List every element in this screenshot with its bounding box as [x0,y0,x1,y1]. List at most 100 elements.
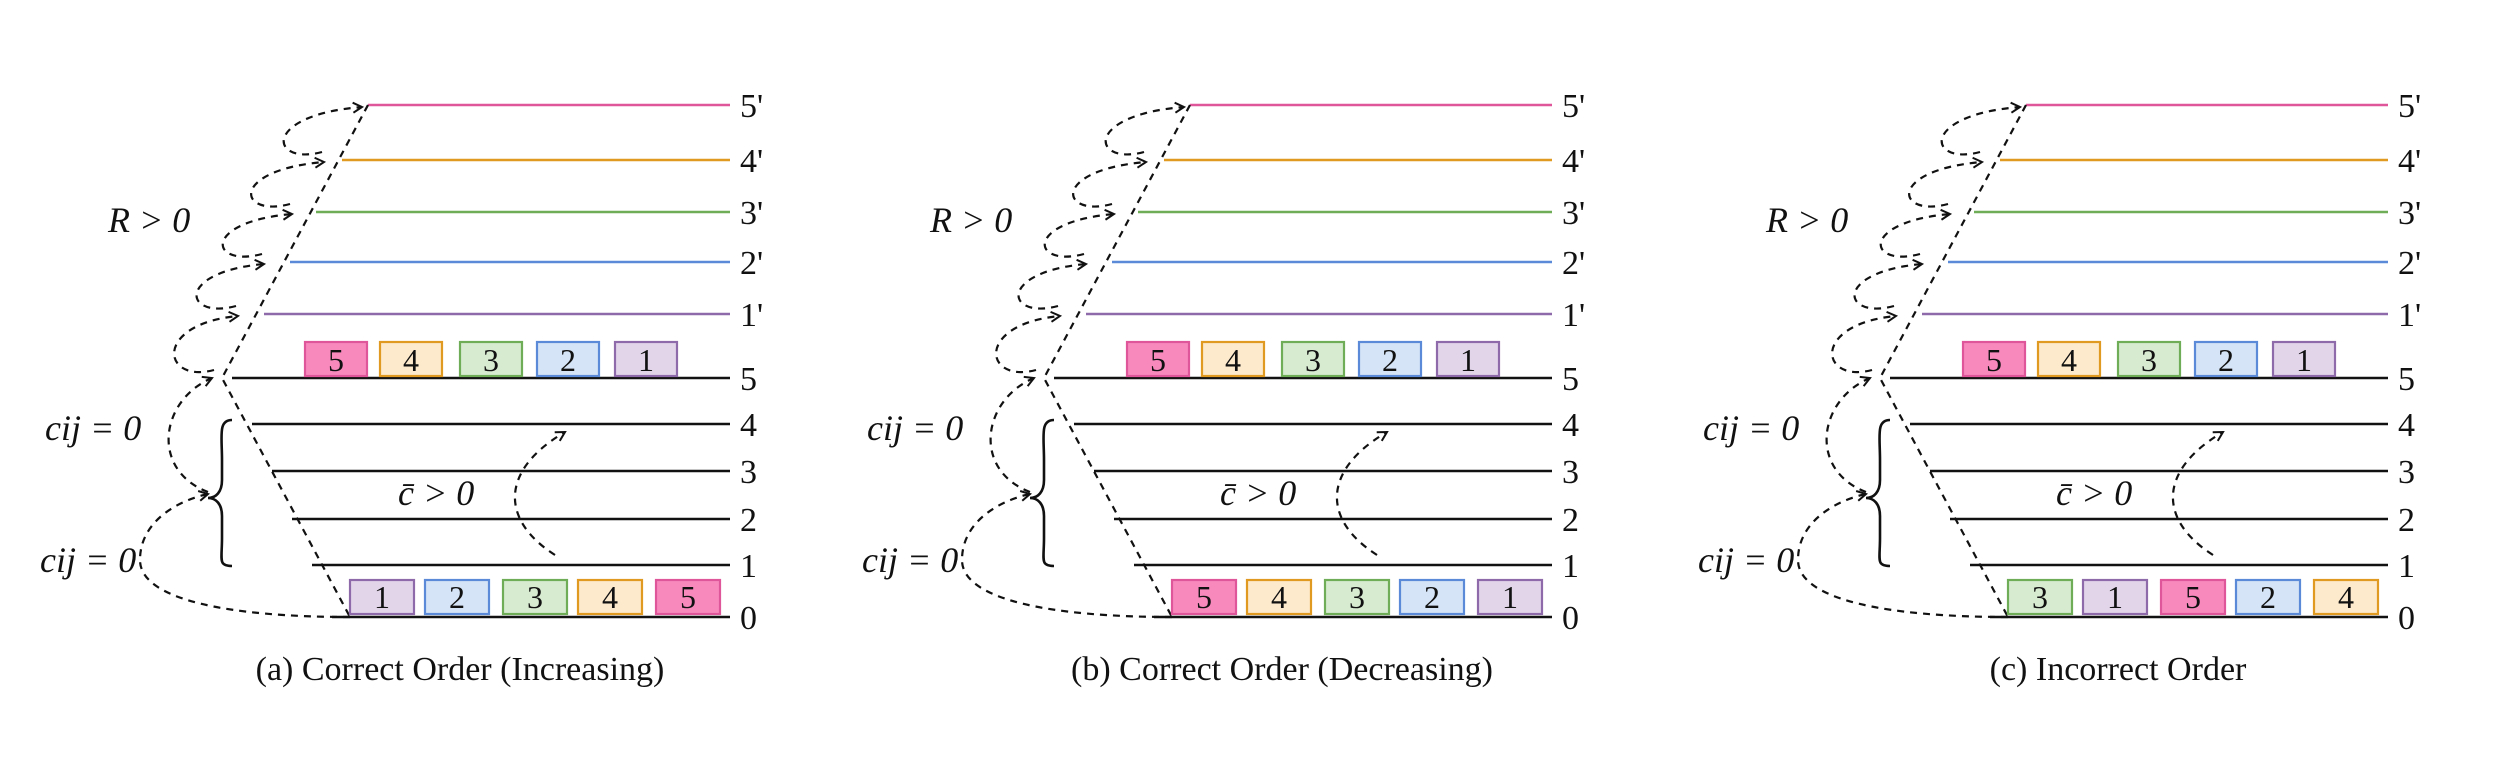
upper-level-label-4: 4' [740,143,763,180]
lower-level-label-1: 1 [1562,548,1579,585]
bottom-box-number-2: 2 [2260,579,2276,615]
bottom-box-rect-1 [1476,578,1544,616]
box-top: 3 [2116,340,2182,378]
lower-level-label-2: 2 [1562,502,1579,539]
top-box-rect-4 [378,340,444,378]
bottom-box-rect-2 [2234,578,2302,616]
box-bottom: 5 [654,578,722,616]
top-box-rect-5 [1961,340,2027,378]
bottom-box-number-2: 2 [449,579,465,615]
box-bottom: 2 [2234,578,2302,616]
cij-upper-label: cij = 0 [45,408,141,448]
curly-brace-icon [1865,418,1891,568]
bottom-box-rect-4 [2312,578,2380,616]
box-bottom: 4 [576,578,644,616]
dashed-arrow-cij-lower [1796,494,2009,619]
bottom-box-rect-3 [1323,578,1391,616]
curly-brace-icon [1029,418,1055,568]
panel-caption: (a) Correct Order (Increasing) [256,651,665,688]
lower-level-label-4: 4 [1562,407,1579,444]
dashed-loop-arrow [1043,214,1114,258]
box-top: 2 [1357,340,1423,378]
top-box-rect-1 [1435,340,1501,378]
top-box-number-4: 4 [403,342,419,378]
dashed-arrow-cij-upper [989,378,1034,494]
top-box-number-5: 5 [1150,342,1166,378]
lower-level-label-0: 0 [1562,600,1579,637]
top-box-rect-2 [535,340,601,378]
box-bottom: 2 [1398,578,1466,616]
box-bottom: 3 [501,578,569,616]
bottom-box-rect-2 [423,578,491,616]
box-bottom: 1 [2081,578,2149,616]
bottom-box-rect-4 [576,578,644,616]
top-box-number-1: 1 [638,342,654,378]
upper-level-label-2: 2' [2398,245,2421,282]
top-box-number-4: 4 [2061,342,2077,378]
box-top: 4 [1200,340,1266,378]
top-box-number-1: 1 [2296,342,2312,378]
top-box-rect-1 [2271,340,2337,378]
dashed-arrow-cbar [1335,432,1387,556]
upper-level-label-4: 4' [2398,143,2421,180]
cbar-label: c̄ > 0 [1220,473,1296,513]
bottom-box-number-5: 5 [1196,579,1212,615]
bottom-box-number-3: 3 [2032,579,2048,615]
lower-level-label-0: 0 [740,600,757,637]
upper-level-label-1: 1' [2398,297,2421,334]
cij-upper-label: cij = 0 [867,408,963,448]
top-box-rect-5 [1125,340,1191,378]
upper-level-label-2: 2' [1562,245,1585,282]
top-box-rect-4 [2036,340,2102,378]
box-top: 5 [1961,340,2027,378]
lower-level-label-5: 5 [2398,361,2415,398]
bottom-box-number-5: 5 [2185,579,2201,615]
upper-level-label-3: 3' [1562,195,1585,232]
top-box-number-2: 2 [560,342,576,378]
upper-level-label-3: 3' [2398,195,2421,232]
bottom-box-number-3: 3 [527,579,543,615]
bottom-box-number-4: 4 [602,579,618,615]
top-box-rect-3 [1280,340,1346,378]
box-top: 4 [2036,340,2102,378]
upper-level-label-1: 1' [740,297,763,334]
bottom-box-rect-2 [1398,578,1466,616]
lower-level-label-1: 1 [740,548,757,585]
top-box-rect-2 [1357,340,1423,378]
top-box-number-2: 2 [2218,342,2234,378]
panel-caption: (b) Correct Order (Decreasing) [1071,651,1493,688]
bottom-box-rect-1 [2081,578,2149,616]
bottom-box-number-5: 5 [680,579,696,615]
box-top: 3 [458,340,524,378]
lower-level-label-5: 5 [1562,361,1579,398]
bottom-box-number-4: 4 [1271,579,1287,615]
box-bottom: 4 [2312,578,2380,616]
top-box-rect-1 [613,340,679,378]
lower-level-label-2: 2 [740,502,757,539]
dashed-arrow-cij-lower [138,494,351,619]
box-top: 3 [1280,340,1346,378]
bottom-box-rect-5 [1170,578,1238,616]
box-top: 2 [2193,340,2259,378]
upper-level-label-5: 5' [1562,88,1585,125]
dashed-loop-arrow [250,162,324,208]
top-box-number-4: 4 [1225,342,1241,378]
dashed-loop-arrow [1072,162,1146,208]
bottom-box-number-4: 4 [2338,579,2354,615]
bottom-box-rect-5 [654,578,722,616]
dashed-loop-arrow [1940,107,2020,156]
dashed-loop-arrow [1831,316,1896,374]
top-box-number-3: 3 [2141,342,2157,378]
lower-level-label-3: 3 [2398,454,2415,491]
dashed-arrow-cij-lower [960,494,1173,619]
lower-level-label-2: 2 [2398,502,2415,539]
r-label: R > 0 [1765,200,1848,240]
cbar-label: c̄ > 0 [2056,473,2132,513]
bottom-box-rect-3 [2006,578,2074,616]
bottom-box-number-1: 1 [1502,579,1518,615]
